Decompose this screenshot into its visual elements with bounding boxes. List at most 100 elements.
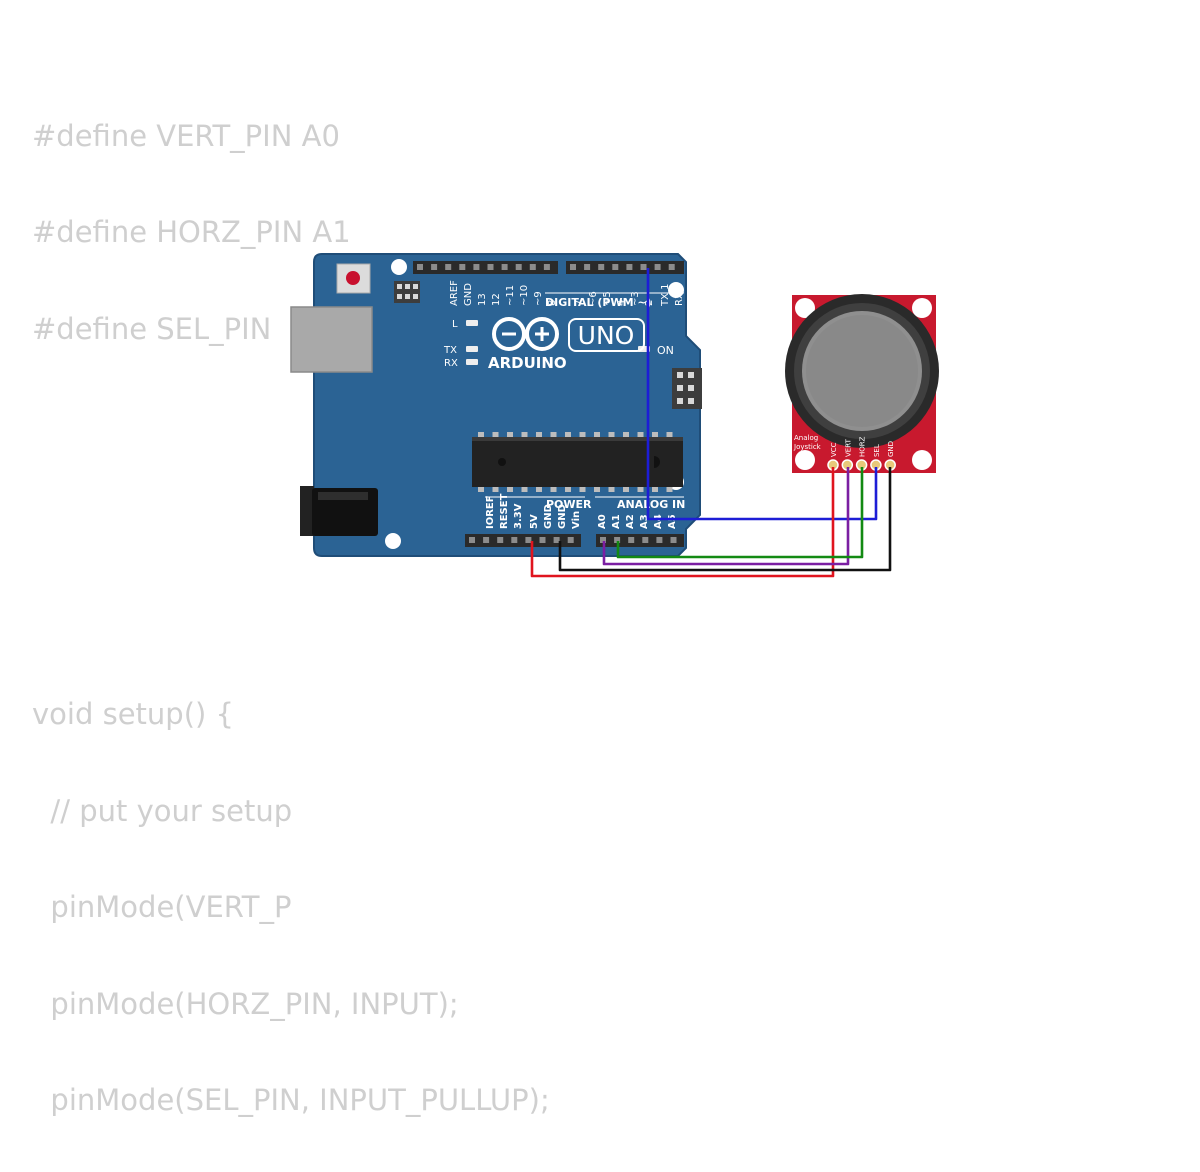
header-pin[interactable] bbox=[642, 537, 649, 543]
led-l bbox=[466, 320, 478, 326]
header-pin[interactable] bbox=[417, 264, 423, 270]
chip-pin bbox=[521, 432, 528, 437]
mount-hole bbox=[795, 450, 815, 470]
wire-vcc-red[interactable] bbox=[530, 467, 835, 578]
pin-label: ~9 bbox=[533, 291, 544, 306]
chip-pin bbox=[492, 487, 499, 492]
header-pin[interactable] bbox=[525, 537, 532, 543]
chip-pin bbox=[478, 487, 484, 492]
wire-gnd-black[interactable] bbox=[558, 467, 892, 572]
module-pin-label: HORZ bbox=[859, 436, 867, 457]
chip-pin bbox=[565, 432, 571, 437]
header-pin[interactable] bbox=[584, 264, 591, 270]
wire-sel-blue[interactable] bbox=[646, 268, 878, 521]
pin-label: IOREF bbox=[485, 495, 496, 529]
wire-vert-purple[interactable] bbox=[602, 467, 850, 566]
header-pin[interactable] bbox=[515, 264, 522, 270]
pin-label: GND bbox=[557, 504, 568, 529]
chip-pin bbox=[666, 487, 673, 492]
chip-pin bbox=[550, 487, 557, 492]
model-badge bbox=[568, 318, 645, 352]
circuit-diagram: DIGITAL (PWM ~) POWER ANALOG IN AREF GND 1… bbox=[290, 253, 939, 578]
brand-text: ARDUINO bbox=[488, 354, 567, 372]
header-pin[interactable] bbox=[445, 264, 452, 270]
header-pin[interactable] bbox=[600, 537, 606, 543]
header-pin[interactable] bbox=[656, 537, 663, 543]
header-pin[interactable] bbox=[612, 264, 619, 270]
header-pin[interactable] bbox=[487, 264, 494, 270]
chip-pin bbox=[623, 432, 629, 437]
led-rx bbox=[466, 359, 478, 365]
header-pin[interactable] bbox=[670, 537, 677, 543]
header-pin[interactable] bbox=[614, 537, 621, 543]
chip-pin bbox=[507, 432, 513, 437]
header-pin[interactable] bbox=[473, 264, 480, 270]
power-analog-header bbox=[465, 534, 684, 547]
header-pin[interactable] bbox=[567, 537, 574, 543]
chip-pin bbox=[478, 432, 484, 437]
pin-label: Vin bbox=[571, 511, 582, 529]
header-pin[interactable] bbox=[626, 264, 633, 270]
analog-label: ANALOG IN bbox=[617, 498, 685, 511]
led-label-on: ON bbox=[657, 344, 674, 357]
header-pin[interactable] bbox=[570, 264, 576, 270]
pin-label: 7 bbox=[574, 300, 585, 306]
chip-pin bbox=[637, 432, 644, 437]
pin-label: RX 0 bbox=[674, 283, 685, 306]
header-pin[interactable] bbox=[497, 537, 504, 543]
led-tx bbox=[466, 346, 478, 352]
pin-label: A1 bbox=[611, 514, 622, 529]
reset-button[interactable] bbox=[336, 263, 371, 294]
module-pin-label: SEL bbox=[873, 444, 881, 457]
header-pin[interactable] bbox=[553, 537, 560, 543]
arduino-uno-board[interactable]: DIGITAL (PWM ~) POWER ANALOG IN AREF GND 1… bbox=[290, 253, 702, 557]
code-line: pinMode(HORZ_PIN, INPUT); bbox=[32, 986, 459, 1021]
pin-label: A5 bbox=[667, 514, 678, 529]
header-pin[interactable] bbox=[511, 537, 518, 543]
pin-label: RESET bbox=[499, 493, 510, 529]
code-line: #define HORZ_PIN A1 bbox=[32, 215, 351, 250]
icsp-header bbox=[672, 368, 702, 409]
header-pin[interactable] bbox=[654, 264, 661, 270]
header-pin[interactable] bbox=[501, 264, 508, 270]
pin-label: AREF bbox=[449, 280, 460, 306]
digital-label: DIGITAL (PWM ~) bbox=[545, 296, 652, 309]
joystick-knob-texture bbox=[806, 315, 918, 427]
header-pin[interactable] bbox=[543, 264, 550, 270]
digital-header bbox=[413, 261, 684, 274]
pin-label: ~11 bbox=[505, 285, 516, 306]
code-line: pinMode(SEL_PIN, INPUT_PULLUP); bbox=[32, 1082, 550, 1117]
pin-label: A2 bbox=[625, 514, 636, 529]
header-pin[interactable] bbox=[469, 537, 475, 543]
pin-label: 12 bbox=[491, 293, 502, 306]
power-label: POWER bbox=[546, 498, 592, 511]
pin-label: 3.3V bbox=[513, 503, 524, 529]
header-pin[interactable] bbox=[529, 264, 536, 270]
header-pin[interactable] bbox=[628, 537, 635, 543]
usb-connector bbox=[290, 306, 373, 373]
chip-pin bbox=[637, 487, 644, 492]
code-line: // put your setup bbox=[32, 793, 293, 828]
header-pin[interactable] bbox=[598, 264, 605, 270]
code-line: void setup() { bbox=[32, 697, 234, 732]
header-pin[interactable] bbox=[640, 264, 647, 270]
wire-horz-green[interactable] bbox=[616, 467, 864, 559]
header-pin[interactable] bbox=[668, 264, 675, 270]
pin-label: 4 bbox=[616, 300, 627, 306]
chip-pin bbox=[608, 432, 615, 437]
header-pin[interactable] bbox=[431, 264, 438, 270]
code-line: #define VERT_PIN A0 bbox=[32, 119, 340, 153]
chip-pin bbox=[550, 432, 557, 437]
header-pin[interactable] bbox=[483, 537, 490, 543]
module-pin-label: VERT bbox=[844, 438, 852, 457]
model-text: UNO bbox=[578, 321, 635, 350]
mount-hole bbox=[795, 298, 815, 318]
header-pin[interactable] bbox=[539, 537, 546, 543]
chip-pin bbox=[492, 432, 499, 437]
mount-hole bbox=[385, 533, 401, 549]
module-label: Joystick bbox=[793, 443, 822, 451]
header-pin[interactable] bbox=[459, 264, 466, 270]
pin-label: 8 bbox=[547, 300, 558, 306]
chip-pin bbox=[652, 432, 658, 437]
